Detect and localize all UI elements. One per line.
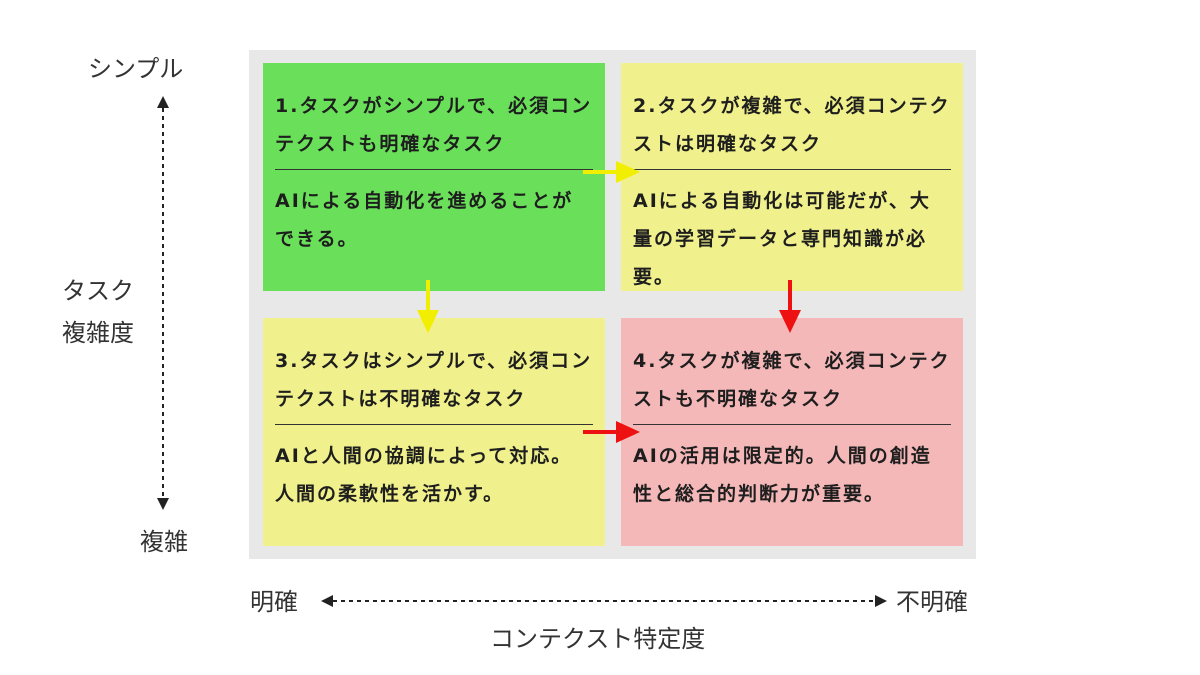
quadrant-1-divider [275, 169, 593, 170]
quadrant-4: 4.タスクが複雑で、必須コンテクストも不明確なタスク AIの活用は限定的。人間の… [621, 318, 963, 546]
quadrant-1: 1.タスクがシンプルで、必須コンテクストも明確なタスク AIによる自動化を進める… [263, 63, 605, 291]
x-axis-left-arrowhead-icon [321, 595, 333, 607]
quadrant-2-body: AIによる自動化は可能だが、大量の学習データと専門知識が必要。 [633, 190, 931, 288]
y-axis-down-arrowhead-icon [157, 498, 169, 510]
y-axis-top-label: シンプル [88, 55, 184, 83]
quadrant-2-title: 2.タスクが複雑で、必須コンテクストは明確なタスク [633, 95, 951, 155]
quadrant-1-title: 1.タスクがシンプルで、必須コンテクストも明確なタスク [275, 95, 593, 155]
x-axis-left-label: 明確 [250, 588, 298, 616]
quadrant-3-body: AIと人間の協調によって対応。人間の柔軟性を活かす。 [275, 445, 573, 505]
y-axis-title: タスク 複雑度 [62, 270, 134, 354]
quadrant-2: 2.タスクが複雑で、必須コンテクストは明確なタスク AIによる自動化は可能だが、… [621, 63, 963, 291]
quadrant-1-body: AIによる自動化を進めることができる。 [275, 190, 574, 250]
y-axis-up-arrowhead-icon [157, 96, 169, 108]
x-axis-right-arrowhead-icon [875, 595, 887, 607]
quadrant-4-body: AIの活用は限定的。人間の創造性と総合的判断力が重要。 [633, 445, 932, 505]
x-axis-title: コンテクスト特定度 [490, 625, 706, 653]
x-axis-right-label: 不明確 [896, 588, 968, 616]
quadrant-3-divider [275, 424, 593, 425]
quadrant-3: 3.タスクはシンプルで、必須コンテクストは不明確なタスク AIと人間の協調によっ… [263, 318, 605, 546]
y-axis-title-line2: 複雑度 [62, 319, 134, 347]
y-axis-title-line1: タスク [62, 277, 134, 305]
quadrant-2-divider [633, 169, 951, 170]
quadrant-4-divider [633, 424, 951, 425]
quadrant-4-title: 4.タスクが複雑で、必須コンテクストも不明確なタスク [633, 350, 951, 410]
quadrant-3-title: 3.タスクはシンプルで、必須コンテクストは不明確なタスク [275, 350, 593, 410]
y-axis-bottom-label: 複雑 [140, 528, 188, 556]
